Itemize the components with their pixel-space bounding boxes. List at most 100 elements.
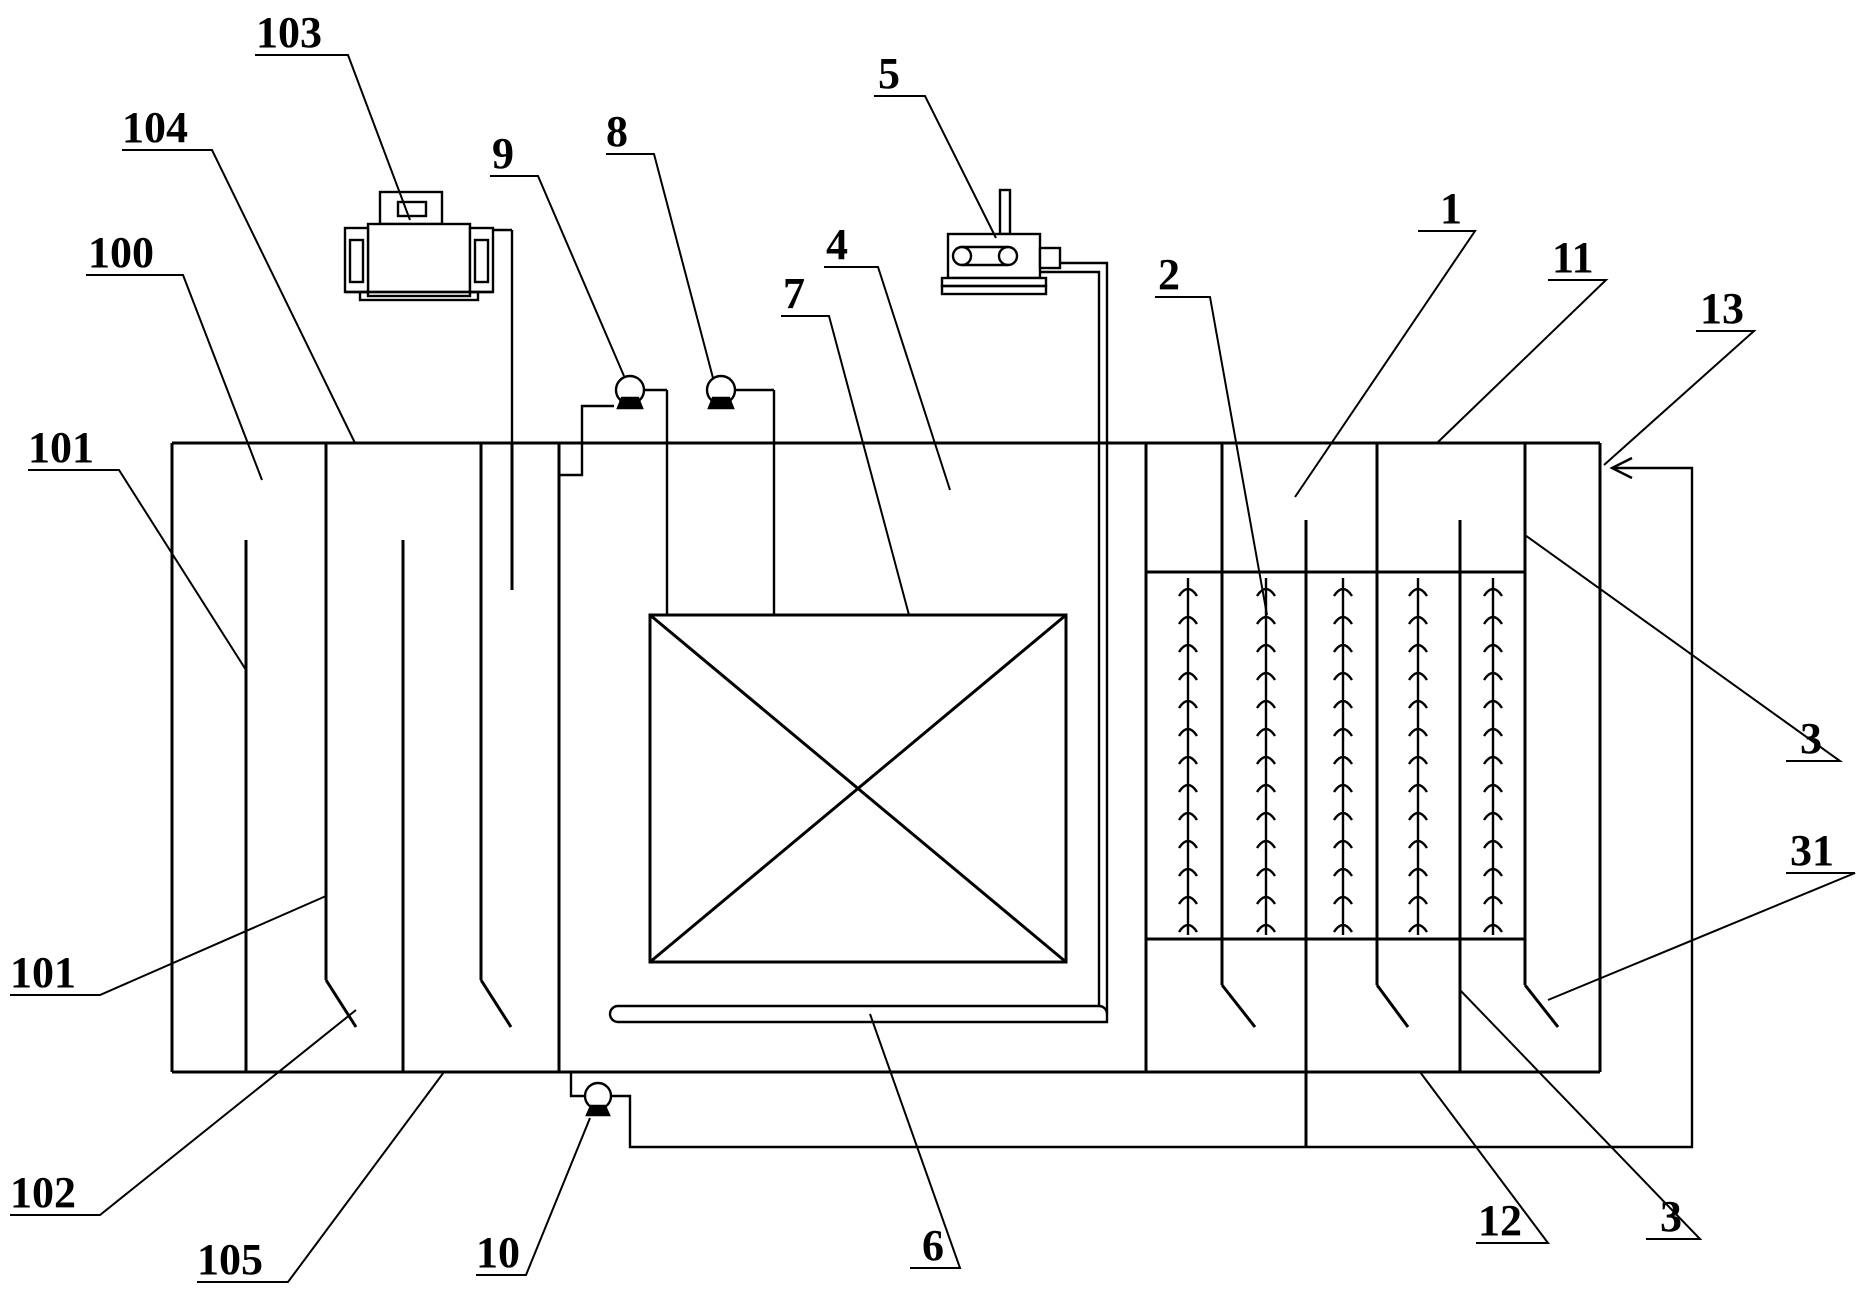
filler-tuft (1332, 811, 1354, 821)
filler-tuft (1407, 839, 1429, 849)
filler-tuft (1332, 923, 1354, 933)
filler-tuft (1332, 895, 1354, 905)
filler-tuft (1255, 615, 1277, 625)
label-10: 10 (476, 1228, 520, 1277)
label-2: 2 (1158, 250, 1180, 299)
filler-tuft (1407, 727, 1429, 737)
filler-tuft (1407, 755, 1429, 765)
filler-tuft (1177, 839, 1199, 849)
callout-labels: 103 104 100 101 101 102 105 9 8 7 4 5 2 … (10, 8, 1834, 1284)
filler-tuft (1482, 923, 1504, 933)
filler-tuft (1177, 867, 1199, 877)
label-5: 5 (878, 49, 900, 98)
filler-tuft (1332, 867, 1354, 877)
filler-tuft (1332, 839, 1354, 849)
label-6: 6 (922, 1221, 944, 1270)
filler-tuft (1255, 895, 1277, 905)
filler-tuft (1332, 615, 1354, 625)
label-8: 8 (606, 107, 628, 156)
filler-tuft (1407, 699, 1429, 709)
filler-tuft (1407, 867, 1429, 877)
filler-tuft (1255, 643, 1277, 653)
filler-tuft (1177, 783, 1199, 793)
label-31: 31 (1790, 826, 1834, 875)
blower-icon (940, 188, 1062, 296)
filler-tuft (1482, 867, 1504, 877)
main-tank (170, 441, 1602, 1074)
label-4: 4 (826, 220, 848, 269)
filler-tuft (1407, 615, 1429, 625)
filler-tuft (1255, 923, 1277, 933)
label-103: 103 (256, 8, 322, 57)
filler-tuft (1255, 867, 1277, 877)
filler-tuft (1255, 587, 1277, 597)
filler-tuft (1482, 643, 1504, 653)
filler-tuft (1407, 895, 1429, 905)
filler-tuft (1255, 671, 1277, 681)
filler-tuft (1177, 615, 1199, 625)
filler-tuft (1177, 923, 1199, 933)
filler-tuft (1332, 755, 1354, 765)
filler-tuft (1255, 811, 1277, 821)
label-101-top: 101 (28, 423, 94, 472)
leader-lines (10, 54, 1856, 1283)
label-105: 105 (197, 1235, 263, 1284)
label-12: 12 (1478, 1196, 1522, 1245)
filler-tuft (1482, 615, 1504, 625)
filler-tuft (1177, 895, 1199, 905)
filler-tuft (1332, 727, 1354, 737)
filler-tuft (1482, 839, 1504, 849)
filler-tuft (1332, 671, 1354, 681)
filler-tuft (1482, 671, 1504, 681)
label-3-bottom: 3 (1660, 1192, 1682, 1241)
label-100: 100 (88, 228, 154, 277)
filler-tuft (1407, 587, 1429, 597)
filler-tuft (1482, 727, 1504, 737)
filler-tuft (1407, 671, 1429, 681)
filler-tuft (1482, 811, 1504, 821)
filler-tuft (1482, 783, 1504, 793)
filler-tuft (1177, 671, 1199, 681)
label-7: 7 (783, 269, 805, 318)
label-11: 11 (1552, 233, 1594, 282)
filler-tuft (1255, 839, 1277, 849)
filler-tuft (1332, 699, 1354, 709)
label-101-bottom: 101 (10, 948, 76, 997)
pump-8-icon (705, 374, 776, 615)
membrane-section (648, 443, 1148, 1072)
filler-tuft (1177, 755, 1199, 765)
pump-9-icon (559, 374, 669, 615)
label-104: 104 (122, 103, 188, 152)
filler-tuft (1407, 643, 1429, 653)
filler-tuft (1407, 811, 1429, 821)
filler-tuft (1255, 699, 1277, 709)
filler-tuft (1482, 755, 1504, 765)
filler-tuft (1482, 699, 1504, 709)
filler-tuft (1177, 727, 1199, 737)
left-baffle-section (244, 443, 561, 1072)
filler-tuft (1332, 643, 1354, 653)
filler-strings (1177, 578, 1504, 935)
filler-tuft (1177, 699, 1199, 709)
pump-10-icon (569, 456, 1694, 1149)
filler-tuft (1177, 643, 1199, 653)
filler-tuft (1407, 783, 1429, 793)
filler-tuft (1482, 895, 1504, 905)
dosing-device-icon (343, 190, 514, 443)
filler-tuft (1482, 587, 1504, 597)
filler-tuft (1332, 587, 1354, 597)
label-3-right: 3 (1800, 714, 1822, 763)
biofilm-section (1146, 443, 1560, 1147)
label-102: 102 (10, 1168, 76, 1217)
aeration-pipe (608, 261, 1109, 1024)
label-13: 13 (1700, 284, 1744, 333)
label-9: 9 (492, 129, 514, 178)
label-1: 1 (1440, 184, 1462, 233)
filler-tuft (1177, 811, 1199, 821)
filler-tuft (1255, 727, 1277, 737)
filler-tuft (1407, 923, 1429, 933)
filler-tuft (1255, 755, 1277, 765)
filler-tuft (1332, 783, 1354, 793)
filler-tuft (1177, 587, 1199, 597)
